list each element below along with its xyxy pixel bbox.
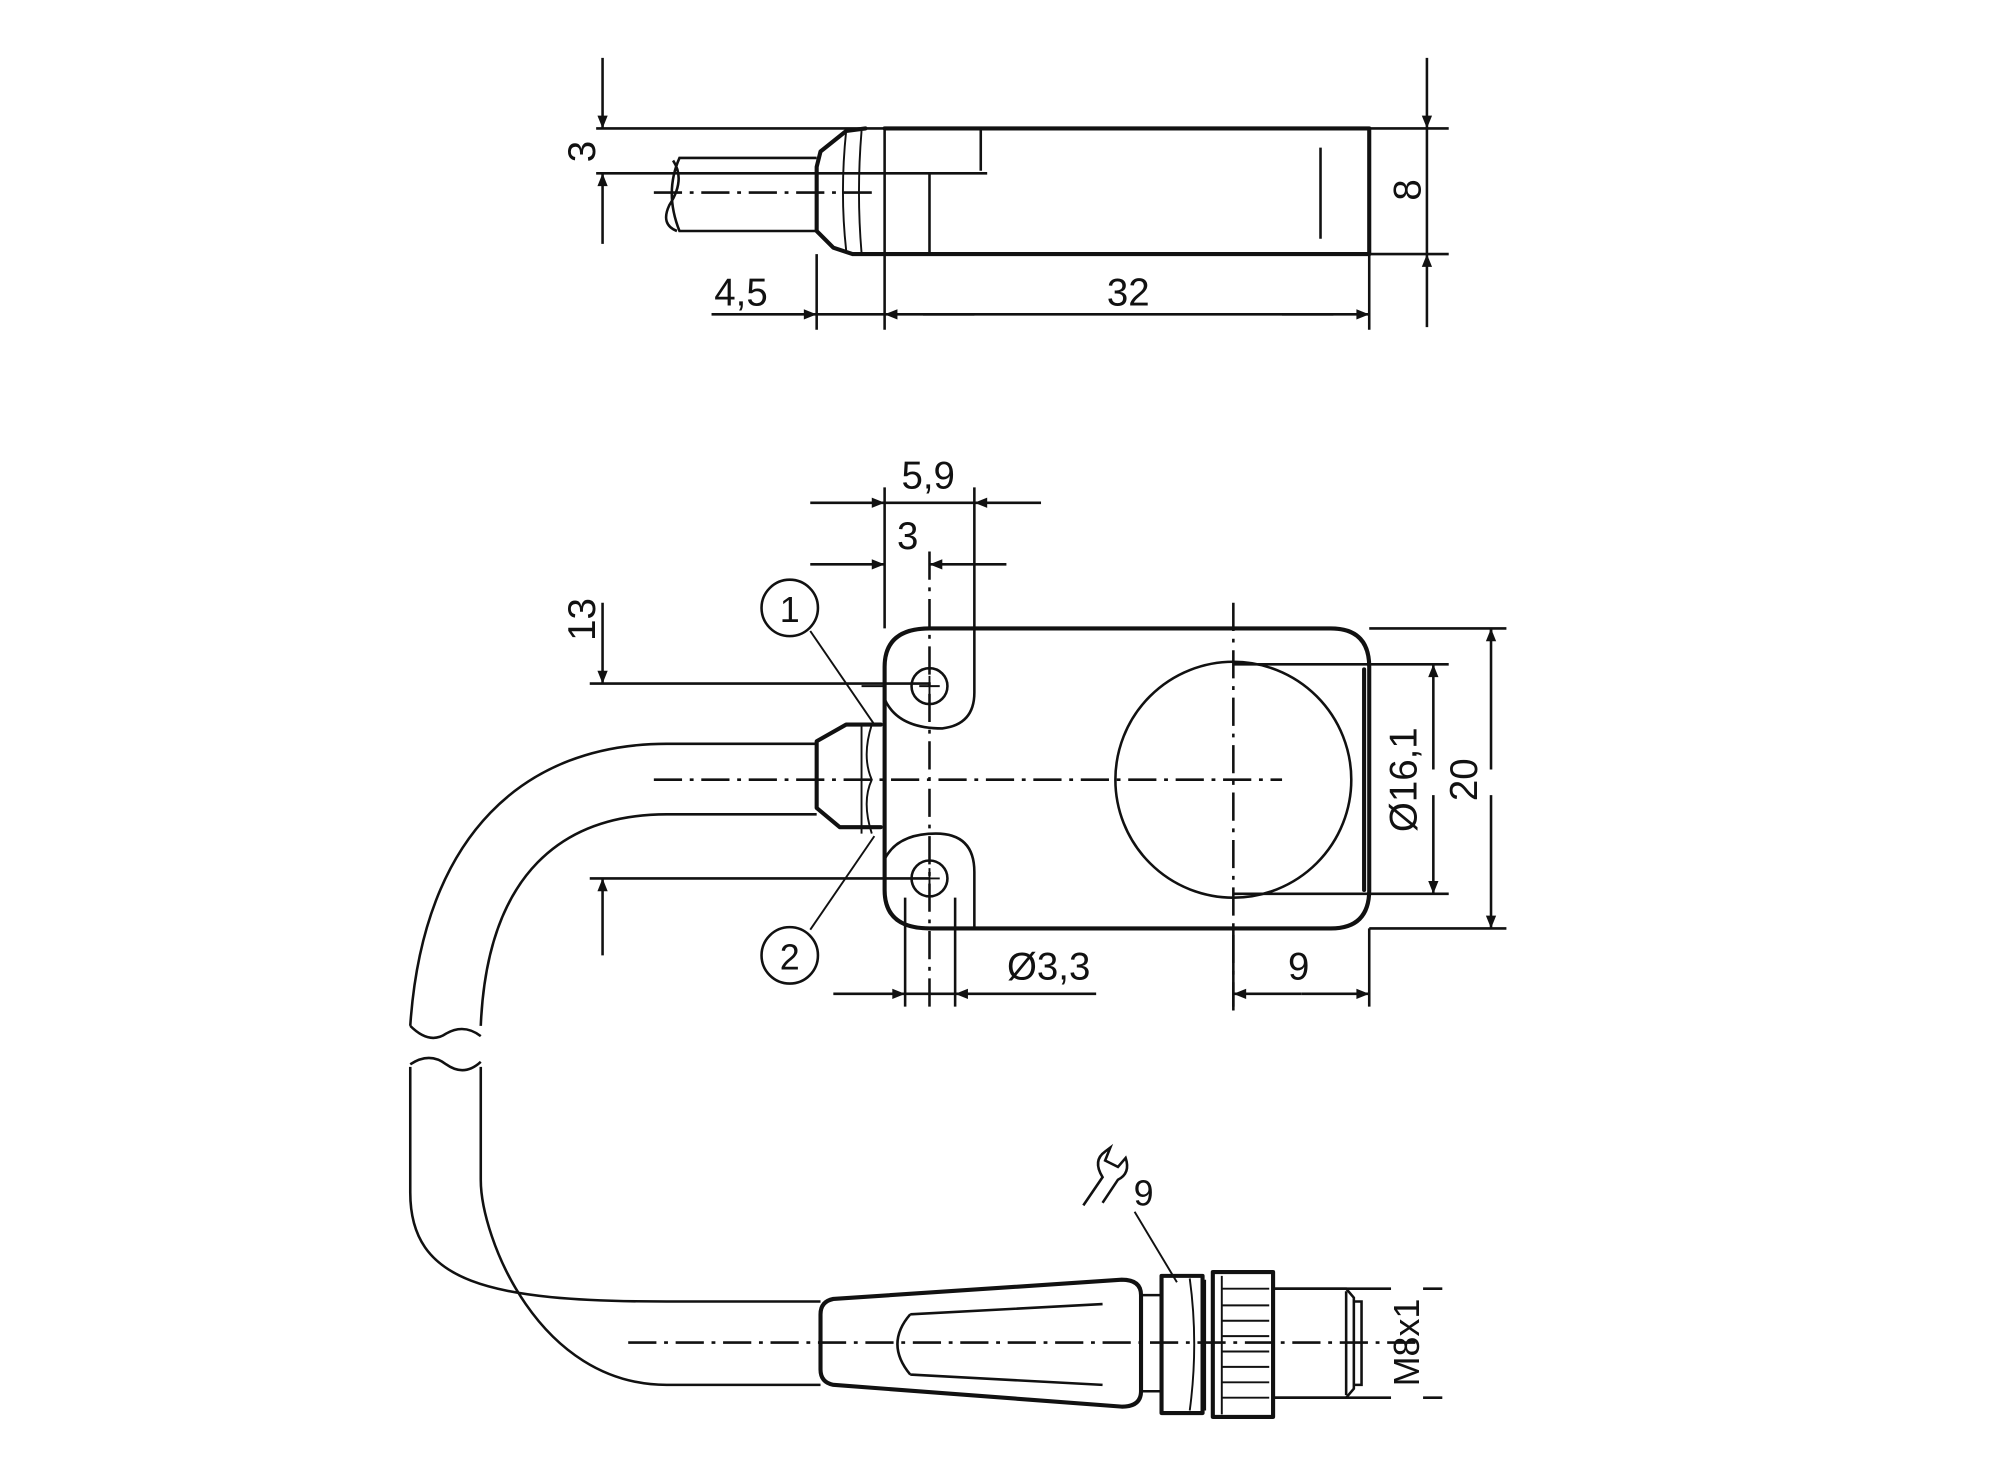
dim-8: 8 — [1387, 179, 1430, 200]
dim-d16-1: Ø16,1 — [1383, 727, 1426, 832]
thread-size: M8x1 — [1387, 1299, 1427, 1387]
centerlines — [653, 551, 1283, 1014]
wrench-leader — [1133, 1211, 1178, 1283]
wrench-size: 9 — [1134, 1173, 1154, 1213]
callout-1: 1 — [780, 590, 800, 630]
cable — [408, 742, 821, 1387]
cable-break-icon — [409, 1024, 482, 1072]
housing-outline — [882, 126, 1372, 257]
lower-hole-boss — [883, 832, 976, 929]
dim-4-5: 4,5 — [714, 271, 767, 314]
hex-nut — [1159, 1273, 1205, 1416]
housing-details — [883, 128, 1322, 255]
housing-outline — [882, 626, 1372, 931]
wrench-icon — [1082, 1143, 1129, 1207]
side-view: 3 8 4,5 32 — [561, 57, 1449, 330]
dim-d3-3: Ø3,3 — [1007, 946, 1090, 989]
upper-hole-boss — [883, 628, 976, 730]
dim-13: 13 — [561, 598, 604, 641]
callout-2: 2 — [780, 937, 800, 977]
callout-2-circle — [760, 925, 820, 985]
dim-3: 3 — [561, 141, 604, 162]
cable-stub — [664, 156, 817, 233]
dim-5-9: 5,9 — [901, 455, 954, 498]
dim-20: 20 — [1443, 758, 1486, 801]
dim-3-hole: 3 — [897, 515, 918, 558]
dim-32: 32 — [1107, 271, 1150, 314]
cable-gland — [814, 126, 887, 257]
knurled-nut — [1210, 1269, 1276, 1419]
extension-lines — [596, 127, 1449, 256]
top-view: 5,9 3 13 Ø16,1 20 Ø3,3 9 1 2 — [561, 455, 1507, 1014]
cable-gland — [814, 722, 883, 830]
m8-connector: 9 M8x1 — [628, 1143, 1443, 1419]
callout-1-circle — [760, 578, 820, 638]
dim-9: 9 — [1288, 946, 1309, 989]
connector-boot — [818, 1277, 1144, 1409]
